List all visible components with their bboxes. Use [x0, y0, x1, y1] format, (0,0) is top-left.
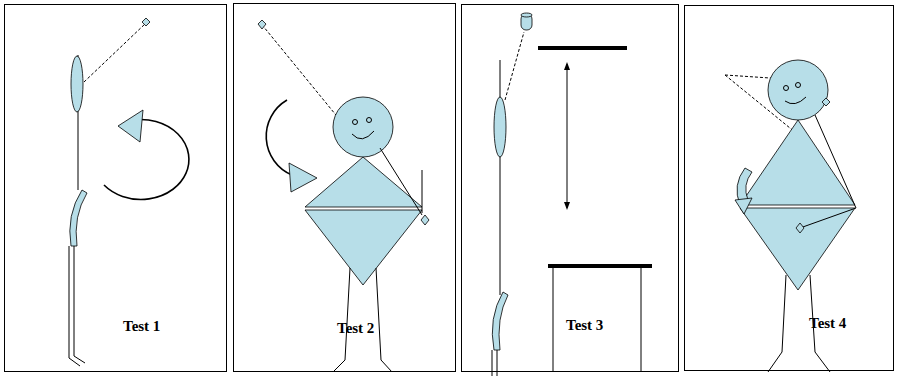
arm-line	[422, 170, 423, 213]
pelvis-triangle	[740, 208, 855, 290]
head-ellipse	[494, 97, 506, 157]
sight-line	[505, 32, 524, 100]
torso-triangle	[305, 157, 422, 207]
head-circle	[768, 60, 828, 120]
sight-line	[84, 23, 146, 82]
arrow-head	[118, 110, 143, 142]
torso-triangle	[740, 120, 855, 205]
leg-line	[74, 246, 75, 356]
leg-line	[492, 350, 493, 376]
leg-line	[497, 350, 498, 376]
marker-diamond	[421, 215, 429, 225]
body-line	[500, 60, 501, 295]
leg-line	[782, 275, 786, 352]
head-ellipse	[71, 56, 83, 112]
height-arrow	[567, 64, 568, 208]
stand-leg	[553, 268, 554, 372]
marker-diamond	[796, 223, 804, 233]
arrow-head	[564, 62, 570, 70]
marker-diamond	[258, 20, 266, 29]
eye	[796, 83, 801, 88]
tilt-arrow	[737, 168, 752, 205]
arrow-head	[564, 202, 570, 210]
stand-leg	[641, 268, 642, 372]
foot-line	[768, 352, 782, 372]
test-panel: Test 1	[4, 4, 227, 372]
hip-piece	[70, 190, 87, 246]
head-circle	[333, 97, 393, 157]
eye	[784, 86, 789, 91]
leg-line	[376, 268, 381, 360]
foot-line	[381, 360, 392, 372]
panel-label: Test 4	[809, 315, 846, 332]
rotation-arrow	[104, 119, 189, 199]
hip-piece	[492, 292, 508, 350]
marker-diamond	[142, 18, 150, 26]
mouth	[352, 131, 374, 139]
eye	[367, 118, 372, 123]
foot-line	[815, 352, 830, 372]
arm-line	[380, 148, 422, 215]
sight-line	[263, 26, 340, 120]
foot-line	[333, 360, 345, 372]
test-panel: Test 3	[461, 4, 679, 372]
arrow-head	[735, 198, 752, 214]
leg-line	[345, 268, 350, 360]
upper-bar	[538, 46, 627, 50]
leg-line	[69, 246, 70, 358]
test-panel: Test 2	[233, 3, 456, 372]
target-cylinder	[521, 14, 532, 30]
leg-line	[810, 275, 815, 352]
cylinder-top	[521, 13, 532, 17]
foot-line	[74, 356, 85, 363]
foot-line	[69, 358, 80, 366]
arm-line	[815, 115, 856, 208]
pelvis-triangle	[305, 210, 422, 285]
arm-line	[800, 208, 856, 228]
panel-label: Test 2	[337, 320, 374, 337]
arrow-head	[289, 163, 317, 192]
sight-line	[725, 75, 800, 80]
sight-line	[725, 75, 812, 146]
panel-label: Test 3	[566, 317, 603, 334]
marker-diamond	[822, 98, 830, 106]
mouth	[785, 97, 806, 104]
rotation-arrow	[266, 100, 292, 175]
test-panel: Test 4	[684, 5, 894, 371]
panel-label: Test 1	[123, 318, 160, 335]
body-line	[78, 55, 79, 190]
lower-bar	[548, 264, 652, 268]
eye	[353, 120, 358, 125]
